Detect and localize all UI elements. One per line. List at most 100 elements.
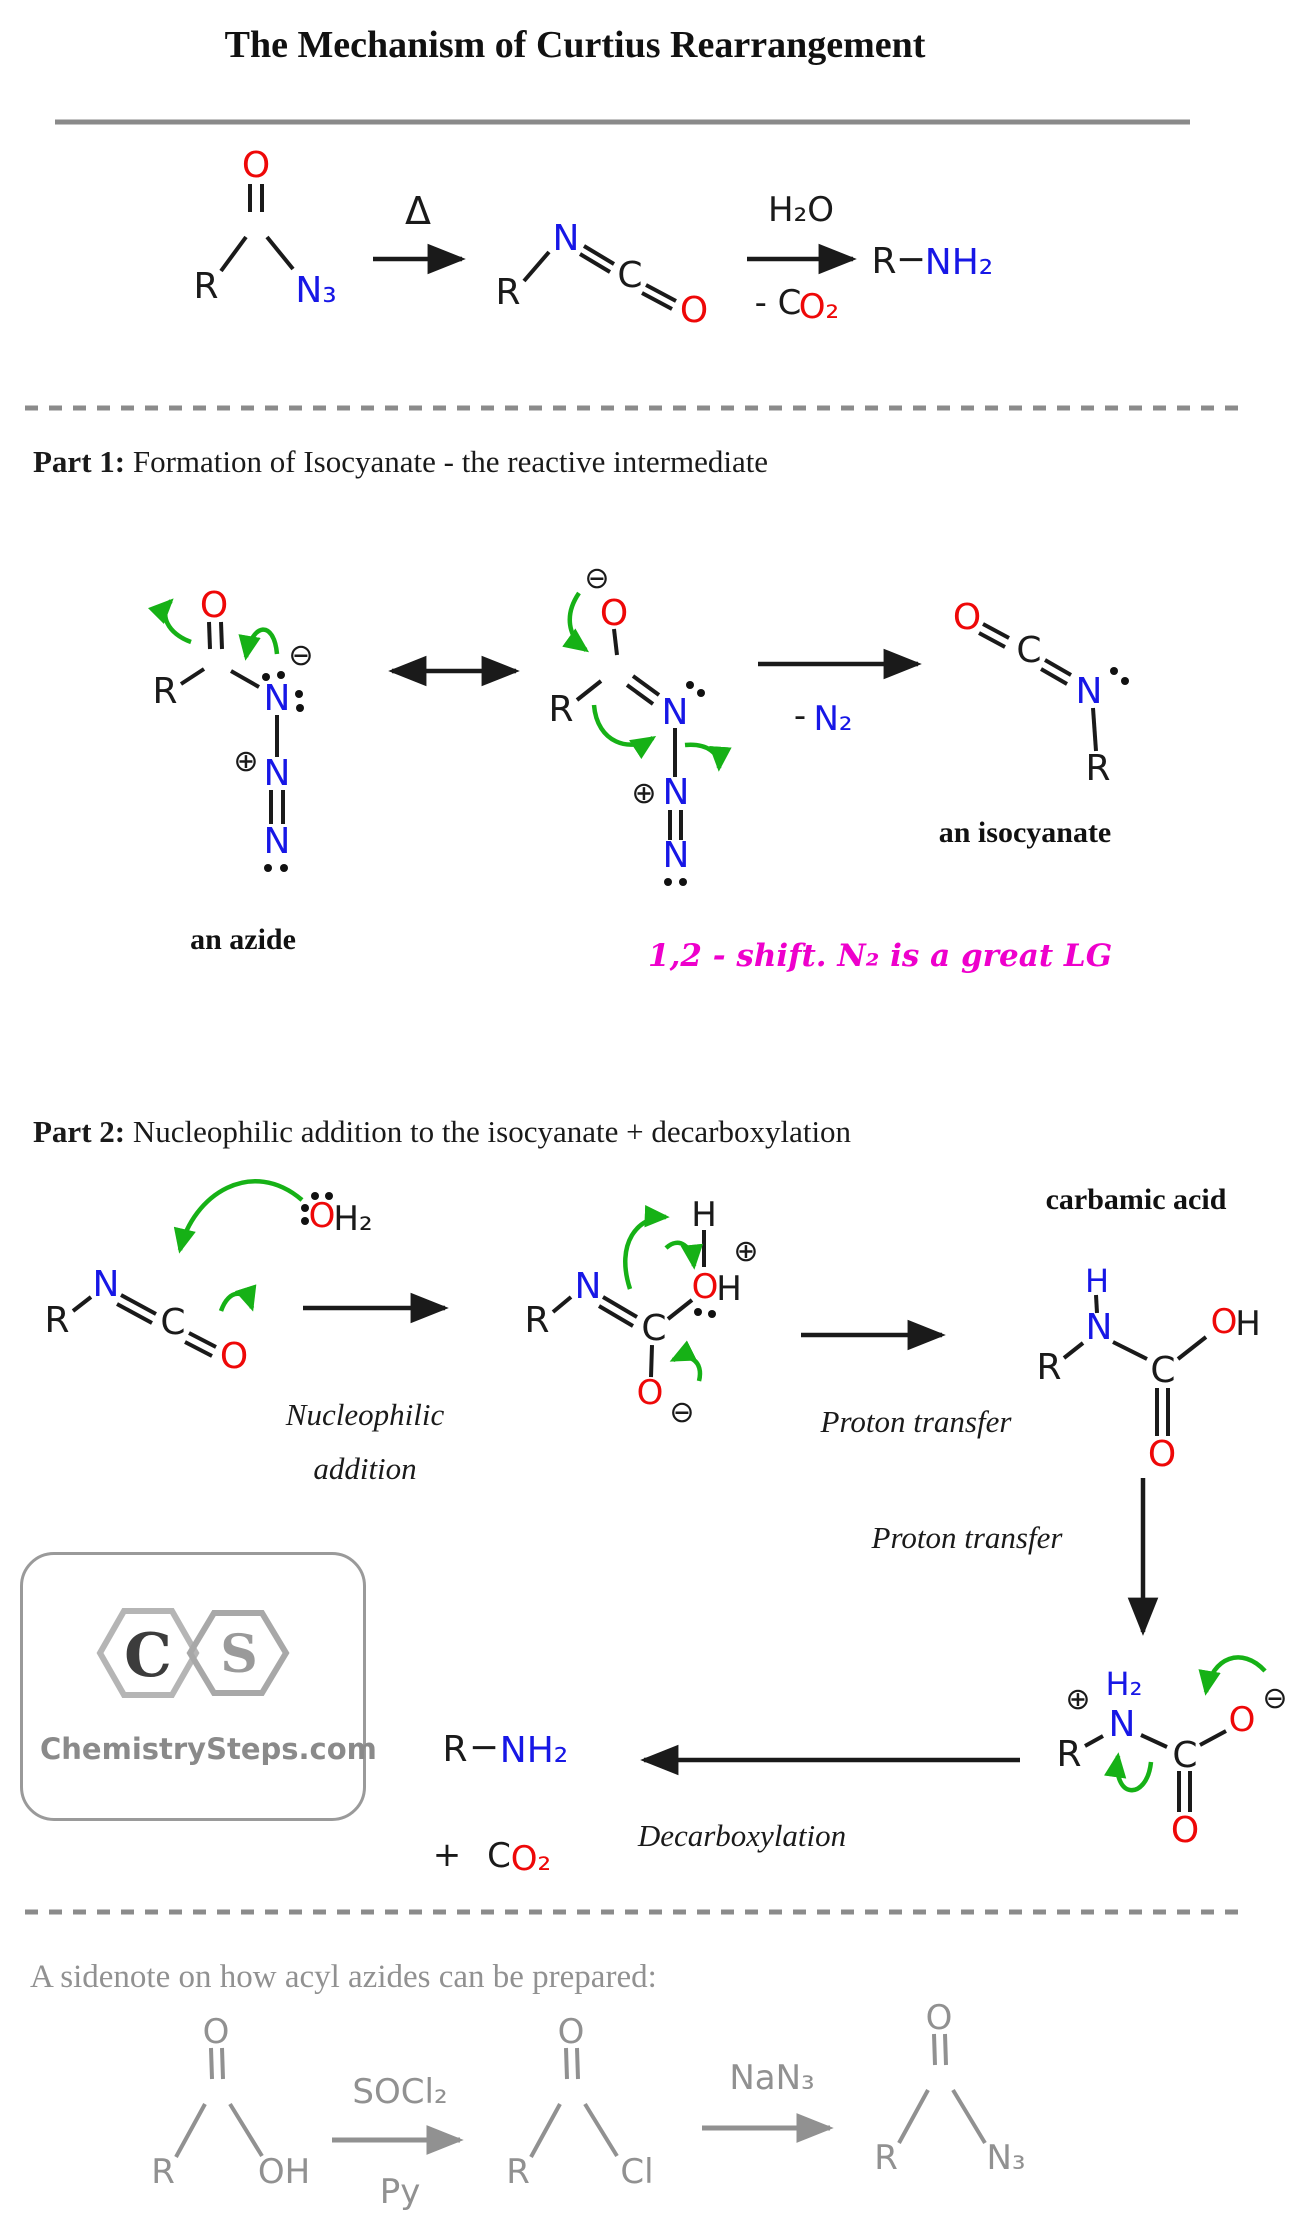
part2-heading: Part 2: Nucleophilic addition to the iso… (33, 1114, 851, 1149)
res-N1: N (661, 692, 689, 733)
p2-minus-charge: ⊖ (669, 1395, 695, 1430)
res-R: R (548, 689, 574, 730)
part1-heading-rest: Formation of Isocyanate - the reactive i… (125, 444, 769, 479)
panel1-curved-arrows (173, 1179, 304, 1312)
p1-N: N (92, 1264, 120, 1305)
product-iso-C: C (1016, 630, 1042, 671)
sn-cl-R: R (506, 2152, 530, 2192)
sidenote-acid-bonds (174, 2047, 264, 2158)
res-N3: N (662, 835, 690, 876)
shift-note: 1,2 - shift. N₂ is a great LG (648, 938, 1113, 974)
ca-R: R (1036, 1347, 1062, 1388)
top-iso-C: C (617, 255, 643, 296)
azide-R: R (152, 671, 178, 712)
azide-N2: N (263, 753, 291, 794)
minus-co2-o2: O₂ (798, 287, 840, 327)
zw-O-right: O (1228, 1700, 1256, 1740)
proton-transfer-2-label: Proton transfer (871, 1520, 1063, 1555)
sn-acid-O: O (202, 2012, 230, 2052)
p2-C: C (641, 1308, 667, 1349)
top-acyl-azide-bonds (219, 184, 295, 273)
sidenote-text: A sidenote on how acyl azides can be pre… (30, 1959, 657, 1995)
top-product-R: R (871, 241, 897, 282)
minus-co2-c: - C (754, 283, 802, 323)
minus-n2: N₂ (813, 699, 853, 739)
co2-C: C (487, 1836, 511, 1876)
p2-R: R (524, 1300, 550, 1341)
delta-symbol: Δ (405, 189, 431, 233)
amine-R: R (442, 1729, 468, 1770)
chemistrysteps-logo (20, 1552, 366, 1821)
water-H2: H₂ (333, 1199, 373, 1239)
res-minus-charge: ⊖ (584, 561, 610, 596)
azide-plus-charge: ⊕ (233, 744, 259, 779)
azide-lone-pairs (262, 671, 304, 872)
top-iso-N: N (552, 218, 580, 259)
azide-minus-charge: ⊖ (288, 638, 314, 673)
decarboxylation-label: Decarboxylation (637, 1818, 847, 1853)
top-azide-R: R (193, 266, 219, 307)
co2-plus: + (432, 1835, 462, 1875)
p2-N: N (574, 1266, 602, 1307)
product-iso-R: R (1085, 748, 1111, 789)
top-product-NH2: NH₂ (924, 242, 994, 283)
azide-N1: N (263, 678, 291, 719)
water-O: O (308, 1196, 336, 1236)
sn-acid-OH: OH (257, 2152, 311, 2192)
resonance-lone-pairs (664, 681, 705, 886)
water-lone-pairs (301, 1192, 333, 1225)
p2-O-minus: O (636, 1373, 664, 1413)
page-title: The Mechanism of Curtius Rearrangement (224, 24, 926, 66)
isocyanate-bonds (978, 622, 1098, 752)
panel1-bonds (71, 1293, 217, 1358)
p2-plus-charge: ⊕ (733, 1234, 759, 1269)
zw-O-bottom: O (1170, 1810, 1200, 1851)
p2-O-OH: O (691, 1267, 719, 1307)
res-plus-charge: ⊕ (631, 776, 657, 811)
part1-heading-bold: Part 1: (33, 444, 126, 479)
top-azide-N3: N₃ (295, 270, 337, 311)
logo-letter-s: S (220, 1624, 258, 1685)
zw-H2: H₂ (1105, 1665, 1143, 1703)
top-product-bond: − (895, 239, 927, 280)
sn-acid-R: R (151, 2152, 175, 2192)
azide-bonds (179, 621, 285, 824)
sidenote-azide-bonds (897, 2033, 987, 2145)
res-N2: N (662, 772, 690, 813)
minus-n2-dash: - (793, 696, 807, 736)
proton-transfer-1-label: Proton transfer (820, 1404, 1012, 1439)
carbamic-bonds (1062, 1294, 1208, 1436)
top-isocyanate-bonds (522, 244, 677, 311)
top-iso-R: R (495, 272, 521, 313)
an-isocyanate-caption: an isocyanate (938, 816, 1112, 849)
ca-H-OH: H (1235, 1304, 1261, 1344)
zw-plus-charge: ⊕ (1065, 1682, 1091, 1717)
panel2-lone-pairs (694, 1308, 716, 1318)
amine-bond: − (468, 1727, 500, 1768)
zw-minus-charge: ⊖ (1262, 1681, 1288, 1716)
sidenote-chloride-bonds (529, 2047, 619, 2158)
p1-C: C (160, 1302, 186, 1343)
logo-hexagon-s (186, 1610, 290, 1696)
logo-hexagon-c (96, 1608, 200, 1698)
p2-H-top: H (691, 1195, 717, 1235)
product-iso-O: O (952, 597, 982, 638)
ca-C: C (1150, 1350, 1176, 1391)
azide-O: O (199, 585, 229, 626)
amine-NH2: NH₂ (499, 1730, 569, 1771)
azide-curved-arrows (148, 598, 280, 661)
logo-letter-c: C (124, 1621, 172, 1691)
product-iso-N: N (1075, 671, 1103, 712)
sn-az-N3: N₃ (986, 2138, 1026, 2178)
nan3-label: NaN₃ (729, 2058, 815, 2098)
sn-az-O: O (925, 1998, 953, 2038)
panel2-bonds (551, 1230, 706, 1378)
ca-O-bottom: O (1147, 1434, 1177, 1475)
res-O: O (599, 593, 629, 634)
part2-heading-bold: Part 2: (33, 1114, 126, 1149)
resonance-curved-arrows (562, 591, 732, 772)
socl2-label: SOCl₂ (352, 2072, 448, 2112)
